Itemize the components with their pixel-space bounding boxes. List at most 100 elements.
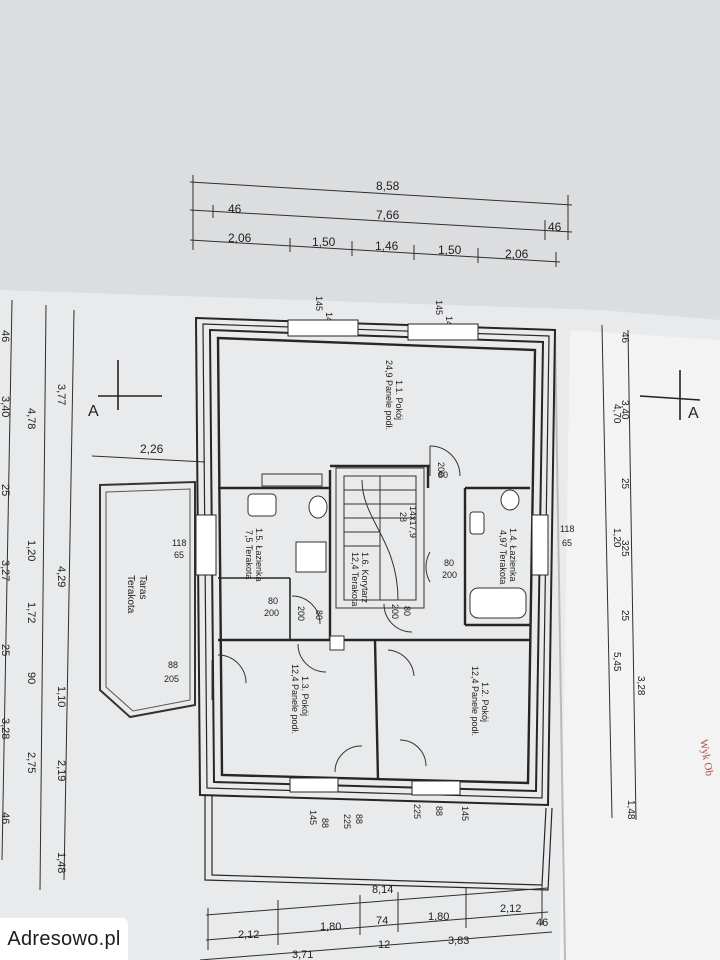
dim-left-outer-2: 25: [0, 484, 11, 496]
watermark-adresowo: Adresowo.pl: [0, 918, 128, 960]
windows-bottom: [289, 777, 461, 796]
dim-left-misc: 2,26: [140, 442, 164, 456]
room-1-4-area: 4,97 Terakota: [498, 530, 508, 584]
windows-side: [195, 514, 549, 576]
door-200-c: 200: [264, 608, 279, 618]
section-mark-left: [98, 360, 162, 410]
door-80-c: 80: [268, 596, 278, 606]
room-taras-code: Taras: [137, 575, 148, 599]
room-1-2-area: 12,4 Panele podł.: [470, 666, 480, 736]
dim-left-outer-0: 46: [0, 330, 11, 342]
dim-top-mid: 7,66: [376, 208, 400, 222]
dim-left-mid-7: 2,75: [25, 752, 37, 773]
section-label-left: A: [88, 403, 99, 420]
win-right-65: 65: [562, 538, 572, 548]
dim-right-1: 3,40: [619, 400, 630, 420]
dim-left-outer-6: 46: [0, 812, 11, 824]
top-dimensions: [189, 175, 573, 267]
dim-bottom-total: 8,14: [372, 884, 393, 896]
dim-line-226: [91, 455, 206, 463]
dim-bottom-seg-2: 74: [376, 915, 388, 927]
dim-top-seg-1: 1,50: [312, 235, 336, 249]
dim-bottom-seg-4: 2,12: [500, 903, 521, 915]
dim-right-2: 4,70: [611, 404, 622, 424]
dim-right-9: 1,48: [625, 800, 636, 820]
room-1-5-code: 1.5. Łazienka: [254, 528, 264, 582]
dim-left-outer-3: 3,27: [0, 560, 11, 581]
stairs-label-0: 14x17,9: [408, 506, 418, 538]
dim-left-mid-6: 1,10: [55, 686, 67, 707]
dim-left-outer-1: 3,40: [0, 396, 11, 417]
dim-win-145-b: 145: [434, 300, 444, 315]
dim-right-4: 1,20: [611, 528, 622, 548]
room-1-3-code: 1.3. Pokój: [300, 676, 310, 716]
door-80-b: 80: [444, 558, 454, 568]
dim-top-left-46: 46: [228, 202, 242, 216]
staircase: [335, 467, 425, 609]
dim-right-6: 25: [619, 610, 630, 622]
dim-bottom-last-1: 12: [378, 939, 390, 951]
terrace-outline: [99, 480, 196, 719]
right-dimensions: [601, 324, 637, 821]
terrace-door-88: 88: [168, 660, 178, 670]
dim-right-7: 5,45: [611, 652, 622, 672]
room-1-6-area: 12,4 Terakota: [350, 552, 360, 606]
dim-win-145-a: 145: [314, 296, 324, 311]
dim-bottom-win-3: 88: [354, 814, 364, 824]
dim-top-seg-2: 1,46: [375, 239, 399, 253]
dim-right-8: 3,28: [635, 676, 646, 696]
dim-bottom-last-0: 3,71: [292, 949, 313, 960]
dim-right-3: 25: [619, 478, 630, 490]
dim-left-outer-4: 25: [0, 644, 11, 656]
dim-right-5: 325: [619, 540, 630, 557]
dim-left-mid-3: 4,29: [55, 566, 67, 587]
terrace-inner: [105, 488, 191, 712]
dim-bottom-seg-1: 1,80: [320, 921, 341, 933]
terrace-door-205: 205: [164, 674, 179, 684]
room-1-5-area: 7,5 Terakota: [244, 530, 254, 579]
dim-left-mid-1: 4,78: [25, 408, 37, 429]
dim-top-seg-0: 2,06: [228, 231, 252, 245]
left-dimensions: [1, 299, 75, 891]
dim-bottom-win-1: 88: [320, 818, 330, 828]
door-200-e: 200: [390, 604, 400, 619]
dim-bottom-win-4: 225: [412, 804, 422, 819]
door-swings: [211, 445, 461, 773]
dim-top-right-46: 46: [548, 220, 562, 234]
dim-left-mid-0: 3,77: [55, 384, 67, 405]
dim-top-seg-3: 1,50: [438, 243, 462, 257]
room-1-1-code: 1.1. Pokój: [394, 380, 404, 420]
dim-bottom-win-6: 145: [460, 806, 470, 821]
dim-bottom-last-2: 3,83: [448, 935, 469, 947]
windows-top: [287, 319, 479, 341]
dim-left-mid-9: 1,48: [55, 852, 67, 873]
page-fold: [554, 329, 566, 960]
bottom-dimensions: [199, 880, 553, 960]
door-80-d: 80: [314, 610, 324, 620]
dim-left-mid-5: 90: [25, 672, 37, 684]
room-1-2-code: 1.2. Pokój: [480, 682, 490, 722]
win-right-118: 118: [560, 524, 574, 534]
dim-bottom-win-0: 145: [308, 810, 318, 825]
room-1-3-area: 12,4 Panele podł.: [290, 664, 300, 734]
dim-top-total: 8,58: [376, 179, 400, 193]
dim-right-0: 46: [619, 332, 630, 344]
dim-left-outer-5: 3,28: [0, 718, 11, 739]
stairs-label-1: 28: [398, 512, 408, 522]
dim-bottom-seg-0: 2,12: [238, 929, 259, 941]
door-200-a: 200: [436, 462, 446, 477]
room-taras-area: Terakota: [125, 575, 136, 614]
section-label-right: A: [688, 405, 699, 422]
dim-bottom-win-2: 225: [342, 814, 352, 829]
dim-top-seg-4: 2,06: [505, 247, 529, 261]
paper-top-shade: [0, 0, 720, 320]
paper-right-page: [560, 330, 720, 960]
dim-bottom-46: 46: [536, 917, 548, 929]
room-1-6-code: 1.6. Korytarz: [360, 552, 370, 604]
room-1-1-area: 24,9 Panele podł.: [384, 360, 394, 430]
door-200-b: 200: [442, 570, 457, 580]
door-80-a: 80: [438, 470, 448, 480]
dim-bottom-win-5: 88: [434, 806, 444, 816]
dim-left-mid-8: 2,19: [55, 760, 67, 781]
